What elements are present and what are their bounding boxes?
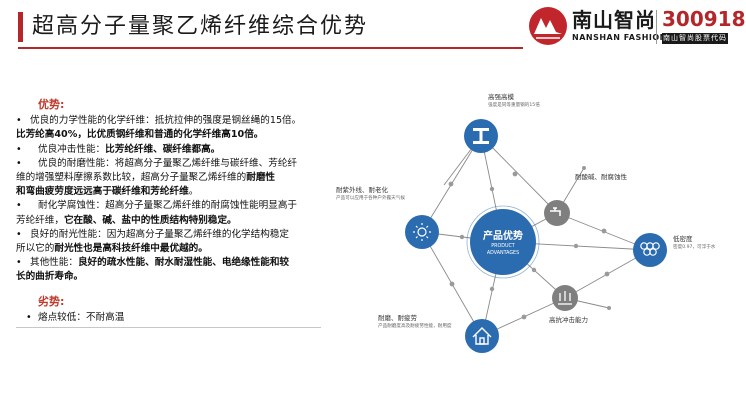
- advantage-item: 耐化学腐蚀性：超高分子量聚乙烯纤维的耐腐蚀性能明显高于: [16, 199, 336, 213]
- logo-chinese-name: 南山智尚: [572, 8, 656, 32]
- advantage-text: 良好的耐光性能：因为超高分子量聚乙烯纤维的化学结构稳定: [30, 228, 290, 240]
- label-density-title: 低密度: [673, 235, 693, 243]
- advantage-line-continued: 维的增强塑料摩擦系数比较，超高分子量聚乙烯纤维的耐磨性: [16, 171, 336, 185]
- label-uv: 耐紫外线、耐老化 产品可以应用于各种户外露天气候: [336, 186, 405, 202]
- label-strength: 高强高模 强度是同等重量钢的15倍: [488, 93, 540, 109]
- node-impact: [552, 285, 578, 311]
- company-logo: 南山智尚 NANSHAN FASHION 300918 南山智尚股票代码: [528, 6, 746, 50]
- weakness-item: 熔点较低：不耐高温: [16, 311, 336, 325]
- node-uv: [405, 215, 439, 249]
- advantages-list: 优良的力学性能的化学纤维：抵抗拉伸的强度是钢丝绳的15倍。比芳纶高40%，比优质…: [16, 114, 336, 284]
- advantage-text: 优良的力学性能的化学纤维：抵抗拉伸的强度是钢丝绳的15倍。: [30, 115, 302, 127]
- label-strength-desc: 强度是同等重量钢的15倍: [488, 103, 540, 108]
- advantage-text: 优良的耐磨性能：将超高分子量聚乙烯纤维与碳纤维、芳纶纤: [38, 157, 298, 169]
- advantage-text: 其他性能：: [30, 257, 78, 269]
- advantage-text: 优良冲击性能：: [38, 143, 106, 155]
- advantage-line-continued: 比芳纶高40%，比优质钢纤维和普通的化学纤维高10倍。: [16, 128, 336, 142]
- center-label-cn: 产品优势: [483, 231, 523, 242]
- product-advantages-diagram: 产品优势 PRODUCT ADVANTAGES 高强高模 强度是同等重量钢的15…: [334, 60, 730, 410]
- node-strength: [464, 119, 498, 153]
- center-label-en-1: PRODUCT: [491, 244, 515, 249]
- label-density-desc: 密度0.97，可浮于水: [673, 245, 716, 250]
- header: 超高分子量聚乙烯纤维综合优势 南山智尚 NANSHAN FASHION 3009…: [0, 0, 746, 56]
- advantage-line-continued: 和弯曲疲劳度远远高于碳纤维和芳纶纤维。: [16, 185, 336, 199]
- advantage-line-continued: 长的曲折寿命。: [16, 270, 336, 284]
- center-label-en-2: ADVANTAGES: [486, 250, 520, 256]
- advantage-text: 比芳纶纤维、碳纤维都高。: [105, 143, 221, 155]
- diagram-canvas: [405, 119, 667, 353]
- advantage-text: 耐磨性: [246, 172, 276, 184]
- advantage-item: 其他性能：良好的疏水性能、耐水耐湿性能、电绝缘性能和较: [16, 256, 336, 270]
- advantage-text: 长的曲折寿命。: [16, 271, 84, 283]
- faucet-icon: [550, 207, 561, 216]
- advantage-line-continued: 芳纶纤维，它在酸、碱、盐中的性质结构特别稳定。: [16, 214, 336, 228]
- stock-code-caption: 南山智尚股票代码: [662, 33, 728, 44]
- advantage-text: 它在酸、碱、盐中的性质结构特别稳定。: [63, 214, 237, 226]
- divider: [16, 327, 321, 329]
- label-wear: 耐磨、耐疲劳 产品耐磨度高及耐疲劳性能，耐用度: [378, 314, 452, 330]
- node-wear: [465, 319, 499, 353]
- advantage-text: 和弯曲疲劳度远远高于碳纤维和芳纶纤维: [16, 186, 189, 198]
- label-uv-title: 耐紫外线、耐老化: [336, 186, 388, 194]
- weaknesses-list: 熔点较低：不耐高温: [16, 311, 336, 325]
- node-density: [633, 233, 667, 267]
- label-wear-title: 耐磨、耐疲劳: [378, 314, 417, 322]
- advantage-item: 良好的耐光性能：因为超高分子量聚乙烯纤维的化学结构稳定: [16, 228, 336, 242]
- weaknesses-heading: 劣势:: [38, 294, 65, 308]
- label-strength-title: 高强高模: [488, 93, 514, 101]
- advantage-text: 比芳纶高40%，比优质钢纤维和普通的化学纤维高10倍。: [16, 129, 264, 141]
- impact-icon: [558, 291, 572, 305]
- title-underline: [18, 47, 523, 49]
- house-icon: [472, 327, 492, 345]
- label-impact-title: 高抗冲击能力: [549, 316, 588, 324]
- center-node: [470, 209, 536, 275]
- advantage-text: 芳纶纤维，: [16, 214, 64, 226]
- label-density: 低密度 密度0.97，可浮于水: [673, 235, 715, 251]
- advantage-text: 耐光性也是高科技纤维中最优越的。: [54, 243, 208, 255]
- advantage-text: 良好的疏水性能、耐水耐湿性能、电绝缘性能和较: [77, 257, 290, 269]
- i-beam-icon: [473, 128, 489, 144]
- advantage-text: 维的增强塑料摩擦系数比较，超高分子量聚乙烯纤维的: [16, 172, 247, 184]
- logo-divider: [656, 10, 657, 44]
- stock-code: 300918: [662, 7, 746, 31]
- hexagon-molecule-icon: [640, 242, 660, 256]
- advantage-item: 优良的耐磨性能：将超高分子量聚乙烯纤维与碳纤维、芳纶纤: [16, 157, 336, 171]
- label-impact: 高抗冲击能力: [549, 316, 588, 325]
- nanshan-logo-icon: [529, 7, 567, 45]
- advantage-line-continued: 所以它的耐光性也是高科技纤维中最优越的。: [16, 242, 336, 256]
- label-chemical-title: 耐酸碱、耐腐蚀性: [575, 173, 627, 181]
- advantage-item: 优良的力学性能的化学纤维：抵抗拉伸的强度是钢丝绳的15倍。: [16, 114, 336, 128]
- logo-english-name: NANSHAN FASHION: [572, 33, 667, 42]
- center-label: 产品优势 PRODUCT ADVANTAGES: [471, 230, 535, 257]
- label-uv-desc: 产品可以应用于各种户外露天气候: [336, 196, 405, 201]
- advantage-text: 所以它的: [16, 243, 55, 255]
- label-wear-desc: 产品耐磨度高及耐疲劳性能，耐用度: [378, 324, 452, 329]
- page-title: 超高分子量聚乙烯纤维综合优势: [32, 14, 369, 39]
- advantage-text: 。: [188, 186, 199, 198]
- advantage-text: 耐化学腐蚀性：超高分子量聚乙烯纤维的耐腐蚀性能明显高于: [38, 200, 298, 212]
- text-panel: 优势: 优良的力学性能的化学纤维：抵抗拉伸的强度是钢丝绳的15倍。比芳纶高40%…: [16, 98, 336, 329]
- diagram-connectors: [421, 135, 651, 337]
- advantage-item: 优良冲击性能：比芳纶纤维、碳纤维都高。: [16, 143, 336, 157]
- sun-icon: [413, 223, 431, 241]
- title-accent-bar: [18, 12, 23, 42]
- node-chemical: [544, 200, 570, 226]
- label-chemical: 耐酸碱、耐腐蚀性: [575, 173, 627, 182]
- advantages-heading: 优势:: [38, 98, 65, 111]
